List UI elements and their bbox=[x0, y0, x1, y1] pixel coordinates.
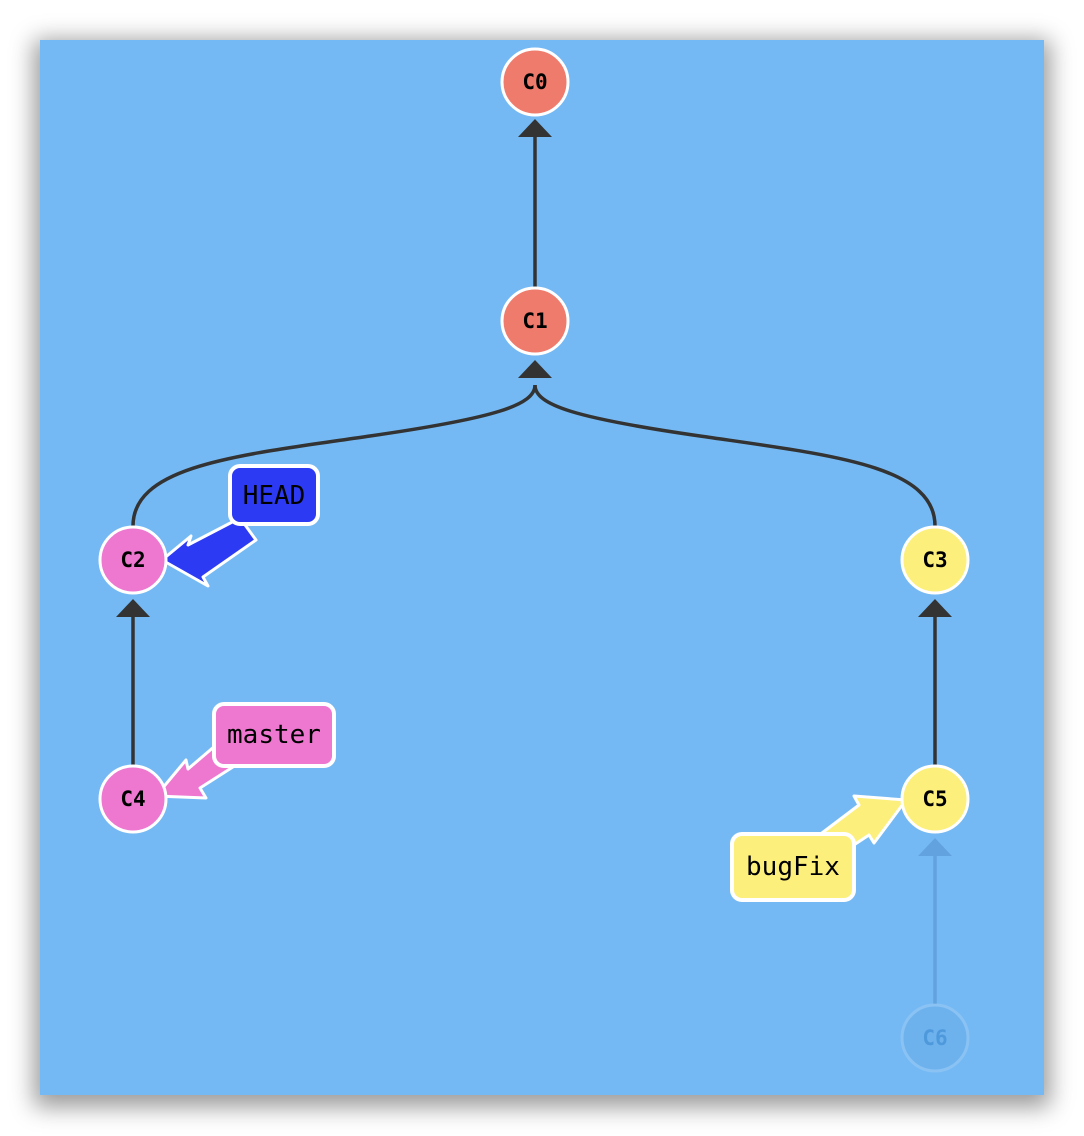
master-ref[interactable]: master bbox=[212, 702, 336, 768]
commit-c1[interactable]: C1 bbox=[500, 286, 570, 356]
edge-c2-c1 bbox=[131, 384, 537, 527]
head-ref-box bbox=[228, 464, 320, 526]
commit-label-c5: C5 bbox=[922, 787, 947, 811]
ref-arrows-group bbox=[154, 516, 908, 862]
commit-node-c6 bbox=[900, 1003, 970, 1073]
commit-label-c6: C6 bbox=[922, 1026, 947, 1050]
commit-c2[interactable]: C2 bbox=[98, 525, 168, 595]
commit-node-c0 bbox=[500, 47, 570, 117]
master-ref-label: master bbox=[227, 720, 321, 750]
commit-node-c5 bbox=[900, 764, 970, 834]
bugfix-ref-label: bugFix bbox=[746, 852, 840, 882]
bugfix-ref[interactable]: bugFix bbox=[730, 832, 856, 902]
arrow-head-c3 bbox=[918, 599, 952, 617]
arrow-head-c2 bbox=[116, 599, 150, 617]
commit-label-c1: C1 bbox=[522, 309, 547, 333]
commit-c5[interactable]: C5 bbox=[900, 764, 970, 834]
commit-c3[interactable]: C3 bbox=[900, 525, 970, 595]
head-ref[interactable]: HEAD bbox=[228, 464, 320, 526]
bugfix-ref-box bbox=[730, 832, 856, 902]
commit-c4[interactable]: C4 bbox=[98, 764, 168, 834]
git-graph-canvas: C0 C1 C2 C3 C4 C5 C6 HEAD master bugFix bbox=[40, 40, 1044, 1095]
commit-node-c3 bbox=[900, 525, 970, 595]
arrow-head-c1 bbox=[518, 360, 552, 378]
commit-label-c2: C2 bbox=[120, 548, 145, 572]
arrow-head-c5-ghost bbox=[918, 838, 952, 856]
edge-c3-c1 bbox=[533, 384, 937, 527]
commit-label-c0: C0 bbox=[522, 70, 547, 94]
head-ref-label: HEAD bbox=[243, 481, 306, 511]
arrow-head-c0 bbox=[518, 119, 552, 137]
commit-node-c2 bbox=[98, 525, 168, 595]
master-ref-box bbox=[212, 702, 336, 768]
git-graph-svg: C0 C1 C2 C3 C4 C5 C6 HEAD master bugFix bbox=[98, 47, 970, 1073]
commit-node-c4 bbox=[98, 764, 168, 834]
commit-label-c3: C3 bbox=[922, 548, 947, 572]
commit-node-c1 bbox=[500, 286, 570, 356]
commit-c0[interactable]: C0 bbox=[500, 47, 570, 117]
head-ref-arrow bbox=[160, 516, 258, 588]
edges-group bbox=[116, 119, 952, 1004]
commit-label-c4: C4 bbox=[120, 787, 145, 811]
commit-c6-ghost[interactable]: C6 bbox=[900, 1003, 970, 1073]
